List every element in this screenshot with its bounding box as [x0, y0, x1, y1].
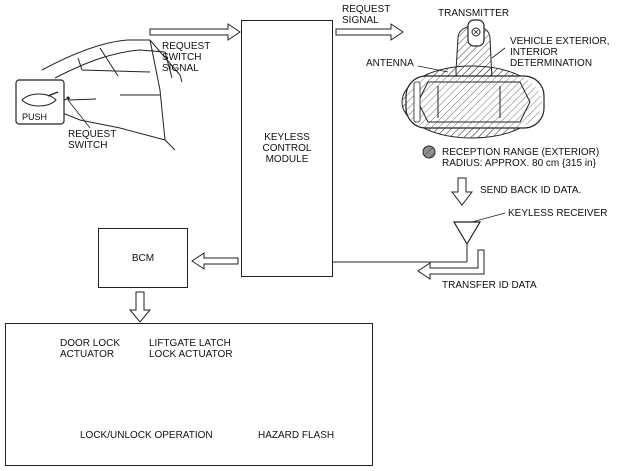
hazard-flash-label: HAZARD FLASH [258, 430, 335, 441]
liftgate-latch-label: LIFTGATE LATCH LOCK ACTUATOR [149, 338, 233, 360]
outputs-box [5, 323, 373, 466]
lock-unlock-operation-label: LOCK/UNLOCK OPERATION [80, 430, 213, 441]
arrow-request-switch-signal [149, 23, 241, 41]
transfer-id-data-label: TRANSFER ID DATA [442, 280, 537, 291]
push-label: PUSH [22, 112, 48, 122]
keyless-receiver-label: KEYLESS RECEIVER [508, 208, 608, 219]
vehicle-exterior-label: VEHICLE EXTERIOR, INTERIOR DETERMINATION [510, 36, 610, 69]
arrow-send-back-id [450, 177, 474, 206]
antenna-leader [417, 65, 449, 73]
reception-range-label: RECEPTION RANGE (EXTERIOR) RADIUS: APPRO… [442, 147, 600, 169]
bcm-label: BCM [131, 253, 155, 264]
arrow-request-signal [335, 23, 404, 41]
bcm-box [98, 228, 188, 288]
arrow-bcm-outputs [128, 291, 152, 323]
arrow-kcm-bcm [191, 252, 239, 270]
door-lock-actuator-label: DOOR LOCK ACTUATOR [60, 338, 121, 360]
request-switch-signal-label: REQUEST SWITCH SIGNAL [162, 41, 211, 74]
keyless-control-module-label: KEYLESS CONTROL MODULE [262, 132, 312, 165]
send-back-id-label: SEND BACK ID DATA. [480, 185, 582, 196]
keyless-control-module-box [241, 20, 333, 277]
vehicle-top-view [401, 65, 545, 139]
keyless-receiver-symbol [452, 212, 506, 262]
arrow-transfer-id [417, 249, 485, 280]
push-inset-frame [15, 79, 91, 129]
antenna-label: ANTENNA [366, 58, 414, 69]
transmitter-label: TRANSMITTER [438, 8, 510, 19]
request-signal-label: REQUEST SIGNAL [342, 4, 391, 26]
request-switch-label: REQUEST SWITCH [68, 129, 117, 151]
vehicle-exterior-leader [491, 47, 506, 59]
